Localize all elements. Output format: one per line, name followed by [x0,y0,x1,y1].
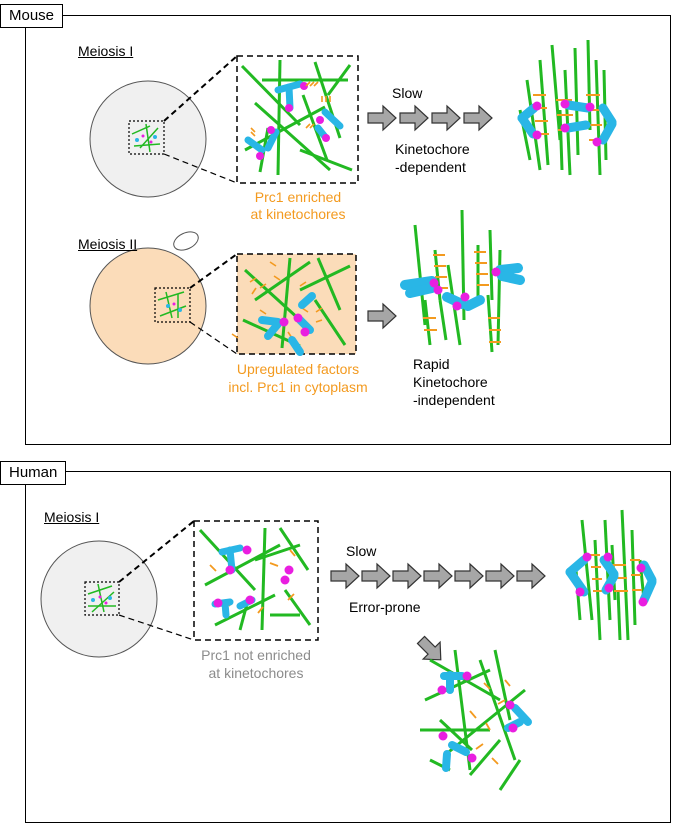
mouse-m2-speed: Rapid [413,356,450,372]
human-m1-disorganized-spindle [420,649,532,791]
mouse-m1-note-line1: Prc1 enriched [254,189,342,205]
human-m1-speed: Slow [346,543,377,559]
human-tab: Human [0,461,67,485]
human-m1-title: Meiosis I [44,509,100,525]
mouse-m1-title: Meiosis I [78,43,134,59]
mouse-m1-mode-line2: -dependent [395,159,466,175]
mouse-m1-spindle-zoom [240,59,353,176]
mouse-m2-note-line2: incl. Prc1 in cytoplasm [228,379,368,395]
mouse-panel [25,15,671,445]
mouse-m2-spindle-zoom [231,257,351,356]
human-m1-spindle [565,509,657,641]
mouse-m2-oocyte [89,231,207,365]
human-m1-oocyte [40,540,158,658]
mouse-m1-speed: Slow [392,85,423,101]
human-m1-error: Error-prone [349,599,421,615]
human-m1-note-line2: at kinetochores [208,665,304,681]
mouse-m2-title: Meiosis II [78,236,138,252]
mouse-m2-mode-line1: Kinetochore [413,374,488,390]
human-panel [25,471,671,823]
mouse-m1-note-line2: at kinetochores [250,206,346,222]
mouse-m2-note-line1: Upregulated factors [236,361,360,377]
human-m1-note-line1: Prc1 not enriched [201,647,311,663]
mouse-m2-spindle [400,209,525,353]
human-m1-spindle-zoom [198,527,312,631]
mouse-m2-mode-line2: -independent [413,392,495,408]
human-m1-arrows [330,563,546,669]
mouse-m2-arrow [367,303,397,329]
mouse-m1-mode-line1: Kinetochore [395,141,470,157]
mouse-tab: Mouse [0,4,64,28]
mouse-m1-arrows [367,105,493,131]
mouse-m1-spindle [517,39,617,176]
